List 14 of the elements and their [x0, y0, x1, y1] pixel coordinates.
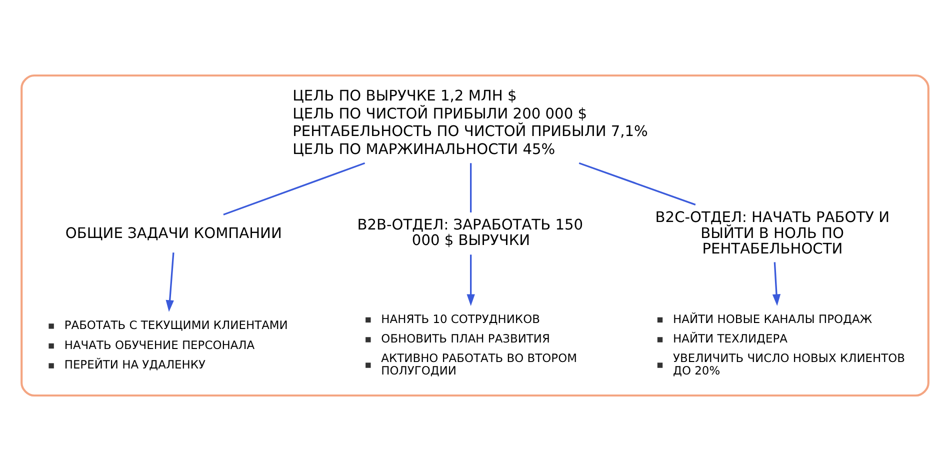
cluster: [20, 74, 930, 396]
connector: [223, 162, 366, 215]
node-text: B2C-ОТДЕЛ: НАЧАТЬ РАБОТУ И ВЫЙТИ В НОЛЬ ПО РЕНТАБЕЛЬНОСТИ: [655, 208, 890, 257]
node-text: ОБЩИЕ ЗАДАЧИ КОМПАНИИ: [65, 224, 282, 242]
node-text: НАЙТИ НОВЫЕ КАНАЛЫ ПРОДАЖ НАЙТИ ТЕХЛИДЕРА УВЕЛИЧИТЬ ЧИСЛО НОВЫХ КЛИЕНТОВ ДО 20%: [673, 311, 906, 377]
arrow: [772, 262, 781, 306]
node-text: РАБОТАТЬ С ТЕКУЩИМИ КЛИЕНТАМИ НАЧАТЬ ОБУЧЕНИЕ ПЕРСОНАЛА ПЕРЕЙТИ НА УДАЛЕНКУ: [64, 318, 288, 372]
arrow: [466, 254, 475, 306]
connector: [578, 162, 696, 205]
node-text: НАНЯТЬ 10 СОТРУДНИКОВ ОБНОВИТЬ ПЛАН РАЗВИТИЯ АКТИВНО РАБОТАТЬ ВО ВТОРОМ ПОЛУГОДИИ: [381, 311, 577, 377]
node-text: ЦЕЛЬ ПО ВЫРУЧКЕ 1,2 МЛН $ ЦЕЛЬ ПО ЧИСТОЙ ПРИБЫЛИ 200 000 $ РЕНТАБЕЛЬНОСТЬ ПО ЧИСТОЙ ПРИБЫЛИ 7,1% ЦЕЛЬ ПО МАРЖИНАЛЬНОСТИ 45%: [292, 87, 648, 158]
node-text: B2B-ОТДЕЛ: ЗАРАБОТАТЬ 150 000 $ ВЫРУЧКИ: [357, 216, 584, 249]
arrow: [166, 252, 174, 312]
connector: [470, 162, 472, 212]
